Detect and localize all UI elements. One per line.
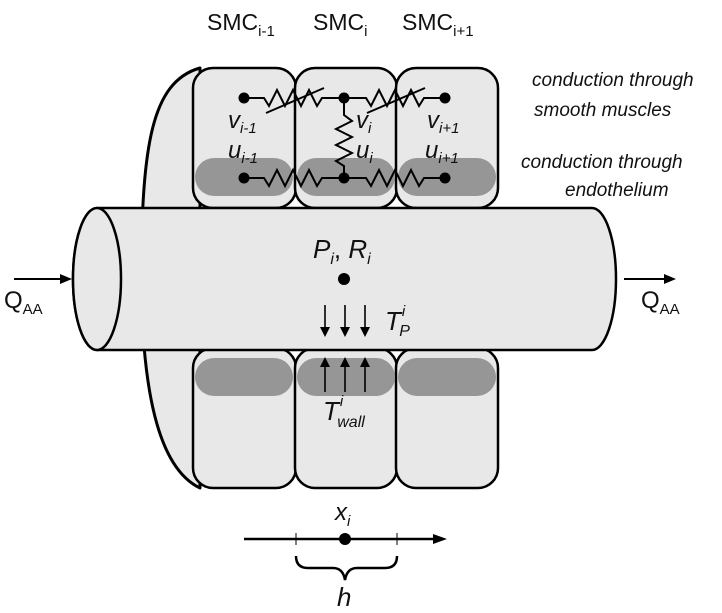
node-u-right (439, 172, 451, 184)
label-smc-right: SMCi+1 (402, 9, 474, 40)
spacing-brace (294, 555, 399, 581)
node-v-right (439, 92, 451, 104)
endo-resistor-left (244, 167, 344, 189)
axis-node (339, 533, 351, 545)
node-v-center (338, 92, 350, 104)
label-v-right: vi+1 (427, 107, 459, 137)
node-v-left (238, 92, 250, 104)
annotation-smooth-muscle-2: smooth muscles (534, 100, 672, 121)
label-u-left: ui-1 (228, 137, 258, 167)
label-pressure-radius: Pi, Ri (313, 234, 371, 268)
label-v-left: vi-1 (228, 107, 257, 137)
wall-tension-arrows (320, 357, 370, 392)
label-h: h (337, 582, 351, 612)
endo-resistor-right (344, 167, 445, 189)
label-v-center: vi (356, 107, 372, 137)
label-xi: xi (334, 499, 351, 530)
inflow-arrow (14, 274, 72, 284)
endothelium-band-center-bottom (297, 358, 395, 396)
label-flow-out: QAA (641, 287, 680, 318)
label-smc-center: SMCi (313, 9, 367, 40)
label-u-right: ui+1 (425, 137, 459, 167)
annotation-endothelium-2: endothelium (565, 180, 669, 201)
node-vessel-center (338, 273, 350, 285)
label-smc-left: SMCi-1 (207, 9, 275, 40)
endothelium-band-right-bottom (398, 358, 496, 396)
label-u-center: ui (356, 137, 373, 167)
smc-resistor-right (344, 87, 445, 109)
pressure-force-arrows (320, 305, 370, 337)
variable-resistor-arrow-left (265, 87, 325, 114)
endothelium-band-left-bottom (195, 358, 293, 396)
annotation-endothelium-1: conduction through (521, 152, 683, 173)
node-u-left (238, 172, 250, 184)
node-u-center (338, 172, 350, 184)
annotation-smooth-muscle-1: conduction through (532, 70, 694, 91)
vessel-inlet-face (71, 206, 123, 352)
variable-resistor-arrow-right (366, 87, 426, 114)
smc-resistor-left (244, 87, 344, 109)
label-flow-in: QAA (4, 287, 43, 318)
myoendothelial-resistor (333, 98, 355, 178)
outflow-arrow (624, 274, 676, 284)
